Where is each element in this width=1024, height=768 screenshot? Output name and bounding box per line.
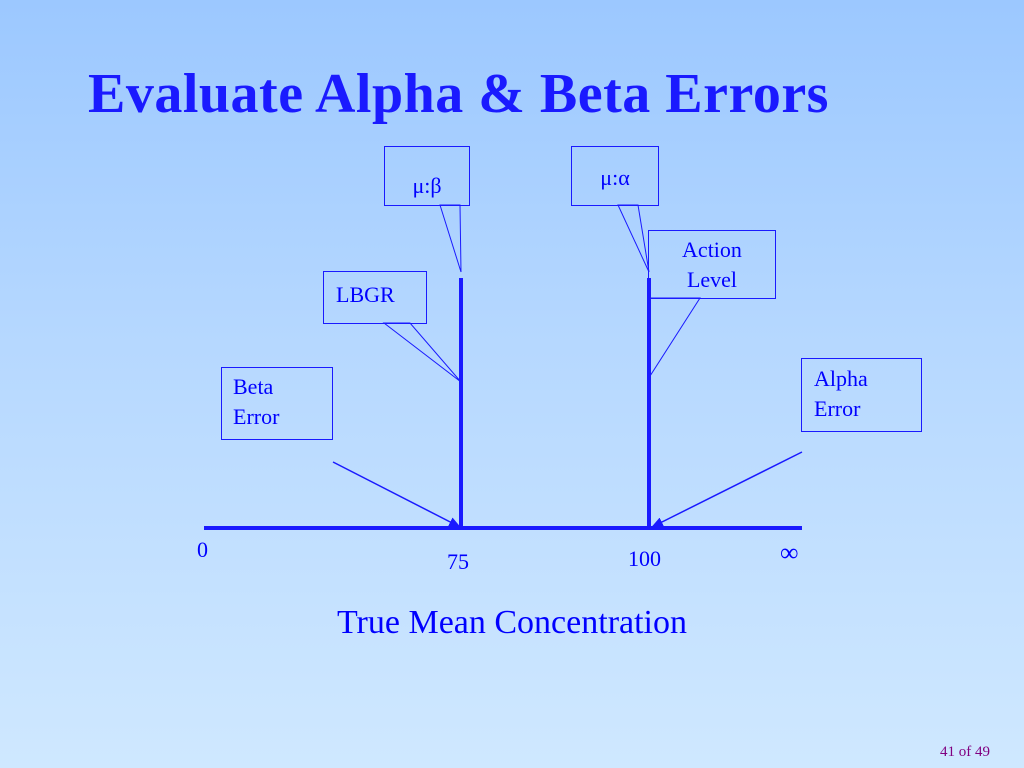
alpha-error-callout: Alpha Error [801, 358, 922, 432]
axis-label-100: 100 [628, 546, 661, 571]
mu-beta-callout: μ:β [384, 146, 470, 206]
lbgr-label: LBGR [336, 282, 395, 307]
mu-alpha-label: μ:α [600, 165, 630, 190]
axis-label-infinity: ∞ [780, 538, 799, 567]
alpha-error-line-1: Alpha [814, 366, 868, 391]
page-number: 41 of 49 [940, 744, 990, 760]
axis-title: True Mean Concentration [336, 604, 687, 641]
lbgr-callout: LBGR [323, 271, 427, 324]
alpha-error-arrow [651, 451, 803, 528]
beta-error-callout: Beta Error [221, 367, 333, 440]
beta-error-line-2: Error [233, 404, 280, 429]
alpha-error-line-2: Error [814, 396, 861, 421]
lbgr-pointer [382, 322, 462, 383]
action-level-line-2: Level [686, 267, 738, 292]
axis-label-zero: 0 [197, 537, 208, 562]
mu-beta-pointer [439, 204, 462, 273]
mu-alpha-callout: μ:α [571, 146, 659, 206]
slide-title: Evaluate Alpha & Beta Errors [88, 63, 829, 125]
axis-label-75: 75 [447, 549, 469, 574]
beta-error-arrow [332, 461, 461, 528]
action-level-line-1: Action [682, 237, 742, 262]
action-level-callout: Action Level [648, 230, 776, 299]
mu-alpha-pointer [617, 204, 650, 273]
beta-error-line-1: Beta [233, 374, 274, 399]
action-level-pointer [649, 297, 701, 378]
mu-beta-label: μ:β [412, 173, 442, 198]
